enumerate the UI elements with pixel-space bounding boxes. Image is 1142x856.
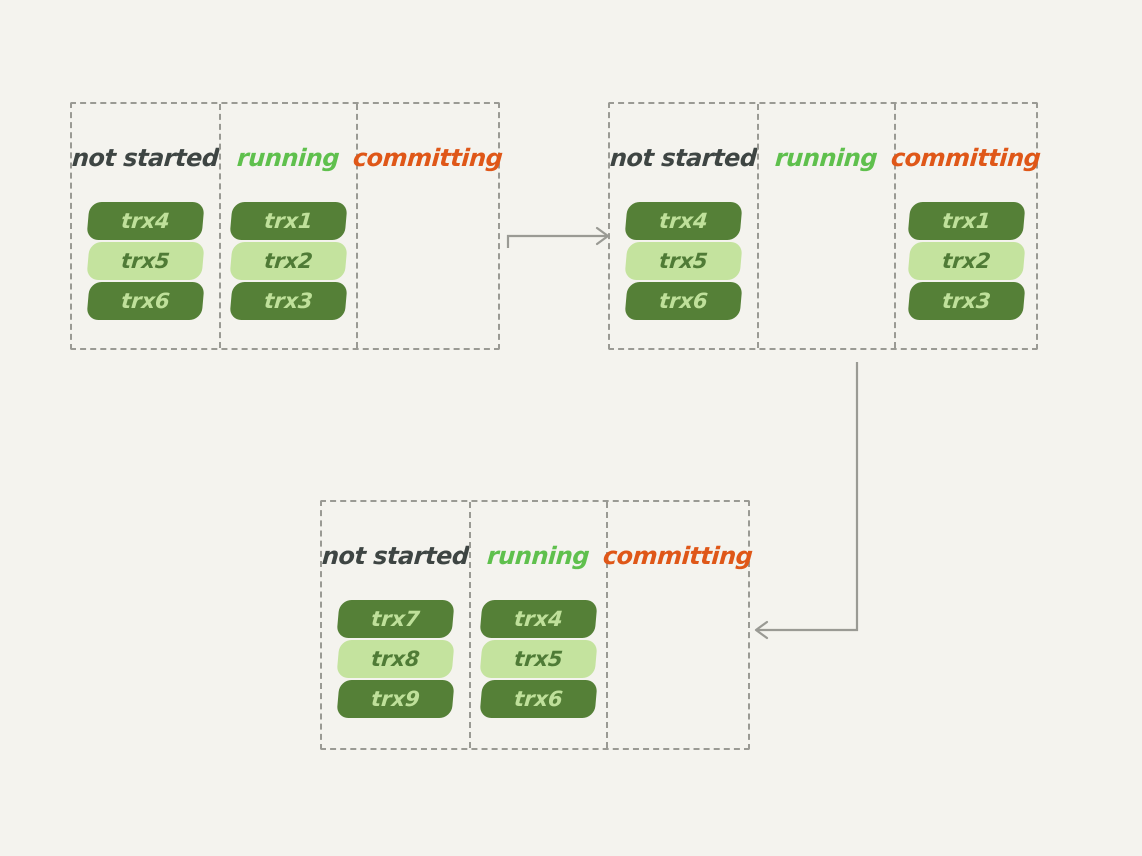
trx-box[interactable]: trx3 — [229, 282, 348, 320]
column-label-running: running — [774, 144, 879, 172]
state-group-3: not started trx7 trx8 trx9 running trx4 … — [320, 500, 754, 750]
column-running: running trx1 trx2 trx3 — [218, 104, 356, 348]
column-not-started: not started trx4 trx5 trx6 — [609, 104, 758, 348]
trx-box[interactable]: trx7 — [336, 600, 455, 638]
column-label-committing: committing — [890, 144, 1042, 172]
column-label-committing: committing — [352, 144, 504, 172]
column-label-committing: committing — [602, 542, 754, 570]
state-group-1: not started trx4 trx5 trx6 running trx1 … — [70, 102, 504, 350]
trx-stack-not-started: trx7 trx8 trx9 — [336, 600, 455, 720]
trx-stack-running: trx1 trx2 trx3 — [229, 202, 348, 322]
trx-box[interactable]: trx2 — [906, 242, 1026, 280]
trx-box[interactable]: trx5 — [624, 242, 743, 280]
trx-box[interactable]: trx4 — [624, 202, 743, 240]
trx-box[interactable]: trx8 — [336, 640, 455, 678]
column-running: running trx4 trx5 trx6 — [468, 502, 606, 748]
column-label-not-started: not started — [71, 144, 220, 172]
trx-stack-running: trx4 trx5 trx6 — [479, 600, 598, 720]
trx-box[interactable]: trx5 — [479, 640, 598, 678]
trx-box[interactable]: trx6 — [479, 680, 598, 718]
trx-stack-committing: trx1 trx2 trx3 — [906, 202, 1026, 322]
trx-box[interactable]: trx1 — [906, 202, 1026, 240]
trx-box[interactable]: trx4 — [86, 202, 205, 240]
trx-stack-not-started: trx4 trx5 trx6 — [624, 202, 743, 322]
trx-box[interactable]: trx9 — [336, 680, 455, 718]
column-label-running: running — [486, 542, 591, 570]
trx-box[interactable]: trx4 — [479, 600, 598, 638]
arrow-state2-to-state3 — [754, 362, 859, 640]
column-committing: committing — [352, 104, 504, 348]
column-label-not-started: not started — [609, 144, 758, 172]
column-not-started: not started trx7 trx8 trx9 — [321, 502, 470, 748]
column-committing: committing — [602, 502, 754, 748]
arrow-state1-to-state2 — [506, 226, 610, 248]
trx-stack-not-started: trx4 trx5 trx6 — [86, 202, 205, 322]
trx-box[interactable]: trx3 — [906, 282, 1026, 320]
column-not-started: not started trx4 trx5 trx6 — [71, 104, 220, 348]
state-group-2: not started trx4 trx5 trx6 running commi… — [608, 102, 1042, 350]
column-label-not-started: not started — [321, 542, 470, 570]
trx-box[interactable]: trx2 — [229, 242, 348, 280]
column-running: running — [756, 104, 894, 348]
column-label-running: running — [236, 144, 341, 172]
column-committing: committing trx1 trx2 trx3 — [890, 104, 1042, 348]
trx-box[interactable]: trx6 — [86, 282, 205, 320]
trx-box[interactable]: trx6 — [624, 282, 743, 320]
trx-box[interactable]: trx1 — [229, 202, 348, 240]
trx-box[interactable]: trx5 — [86, 242, 205, 280]
